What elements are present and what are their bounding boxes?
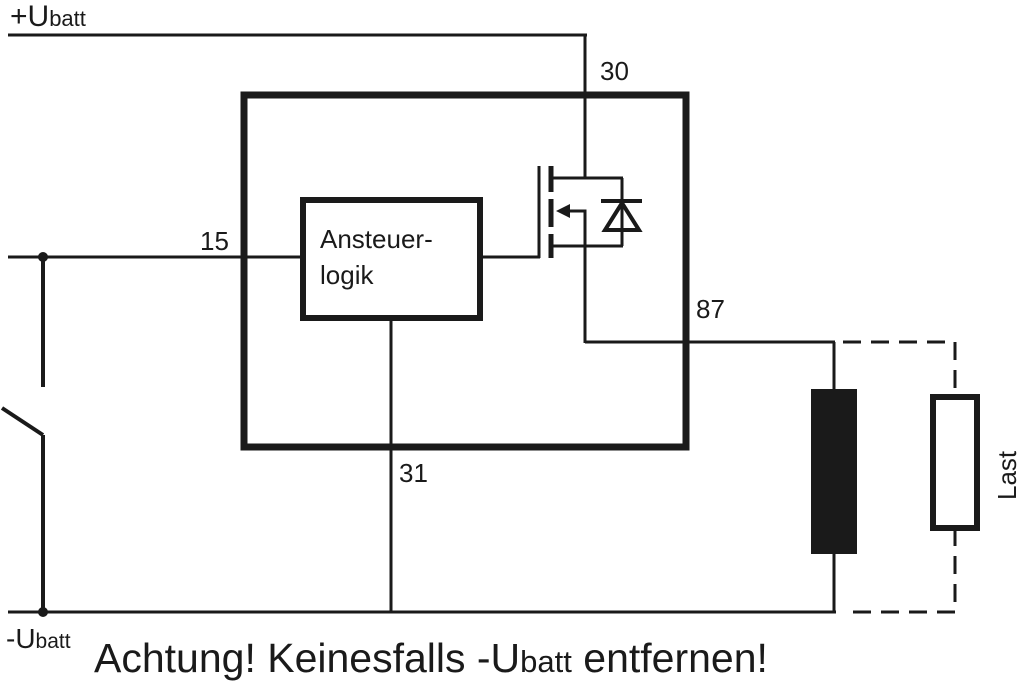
junction-dot-bottom	[38, 607, 48, 617]
logic-block-label-line1: Ansteuer-	[320, 224, 433, 254]
negative-supply-label: -Ubatt	[6, 623, 71, 654]
diode-icon	[601, 178, 643, 246]
terminal-30-label: 30	[600, 56, 629, 86]
terminal-87-label: 87	[696, 294, 725, 324]
control-unit-box	[240, 91, 690, 451]
warning-text: Achtung! Keinesfalls -Ubatt entfernen!	[94, 635, 768, 681]
logic-block-label-line2: logik	[320, 260, 374, 290]
switch-lever[interactable]	[0, 406, 45, 437]
positive-supply-label: +Ubatt	[10, 0, 86, 33]
load-label: Last	[992, 450, 1017, 500]
terminal-15-label: 15	[200, 226, 229, 256]
coil-load	[811, 389, 857, 554]
control-logic-block	[300, 197, 483, 321]
alt-load-dashed-path	[843, 340, 957, 614]
terminal-31-label: 31	[399, 458, 428, 488]
mosfet-icon	[548, 166, 623, 343]
resistive-load	[930, 394, 980, 531]
